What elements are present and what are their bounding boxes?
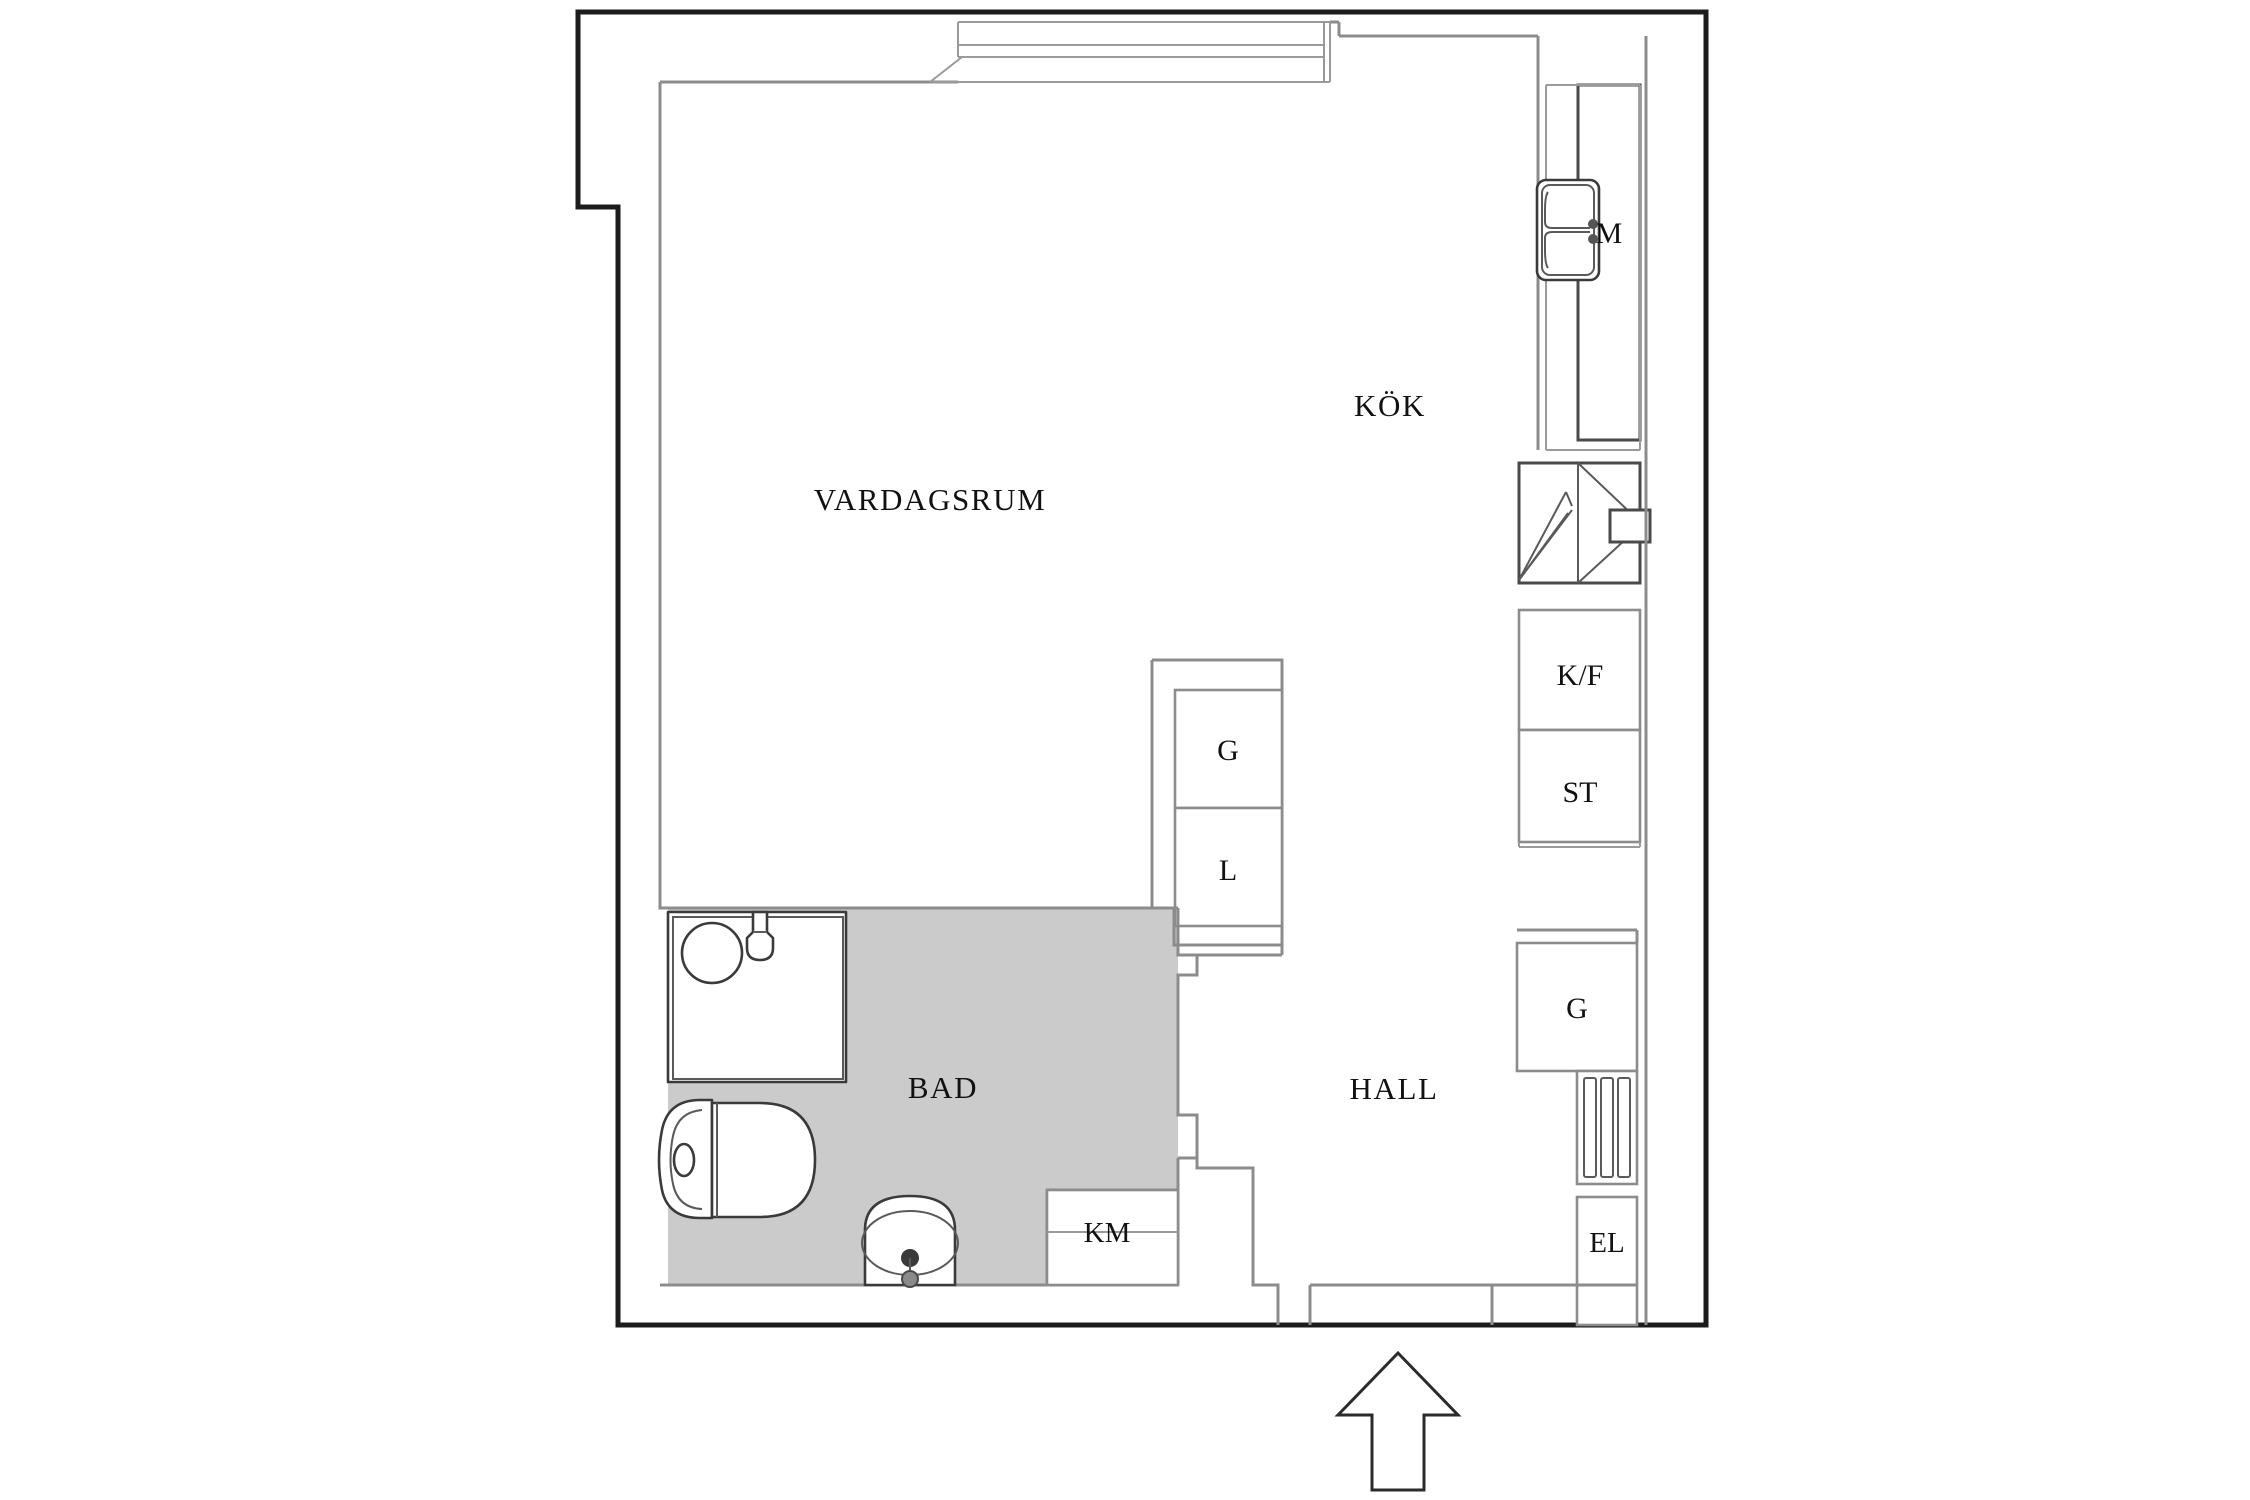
label-washing-machine: KM	[1084, 1217, 1131, 1249]
living-room-closets	[1150, 658, 1284, 947]
label-vardagsrum: VARDAGSRUM	[814, 482, 1047, 517]
label-hall: HALL	[1349, 1071, 1438, 1106]
washbasin-icon	[861, 1194, 959, 1288]
label-kok: KÖK	[1354, 388, 1426, 423]
label-electrical-panel: EL	[1589, 1227, 1624, 1259]
label-bad: BAD	[908, 1070, 978, 1105]
label-wardrobe-hall: G	[1566, 992, 1588, 1025]
label-fridge-freezer: K/F	[1557, 659, 1604, 692]
window-band	[929, 21, 1331, 83]
entrance-arrow-icon	[1334, 1350, 1462, 1492]
kitchen-tall-units	[1517, 36, 1648, 1325]
radiator-icon	[1575, 1069, 1639, 1186]
washing-machine-unit	[1045, 1188, 1180, 1287]
kitchen-top-wall-jog	[1330, 20, 1540, 450]
label-wardrobe-living: G	[1217, 734, 1239, 767]
hall-wall-jogs	[1195, 945, 1284, 1325]
cooktop-icon	[1517, 461, 1652, 585]
label-linen-closet: L	[1219, 854, 1237, 887]
toilet-icon	[657, 1098, 817, 1220]
shower-icon	[666, 910, 848, 1084]
hall-cabinets	[1515, 928, 1639, 1327]
room-labels: VARDAGSRUM KÖK HALL BAD	[814, 388, 1438, 1106]
label-dishwasher: M	[1596, 217, 1623, 250]
entry-doorway	[1308, 1283, 1637, 1325]
kitchen-sink-icon	[1535, 178, 1601, 282]
fixture-labels: M K/F ST G EL G L KM	[1084, 217, 1625, 1259]
label-storage-cabinet: ST	[1562, 776, 1597, 809]
